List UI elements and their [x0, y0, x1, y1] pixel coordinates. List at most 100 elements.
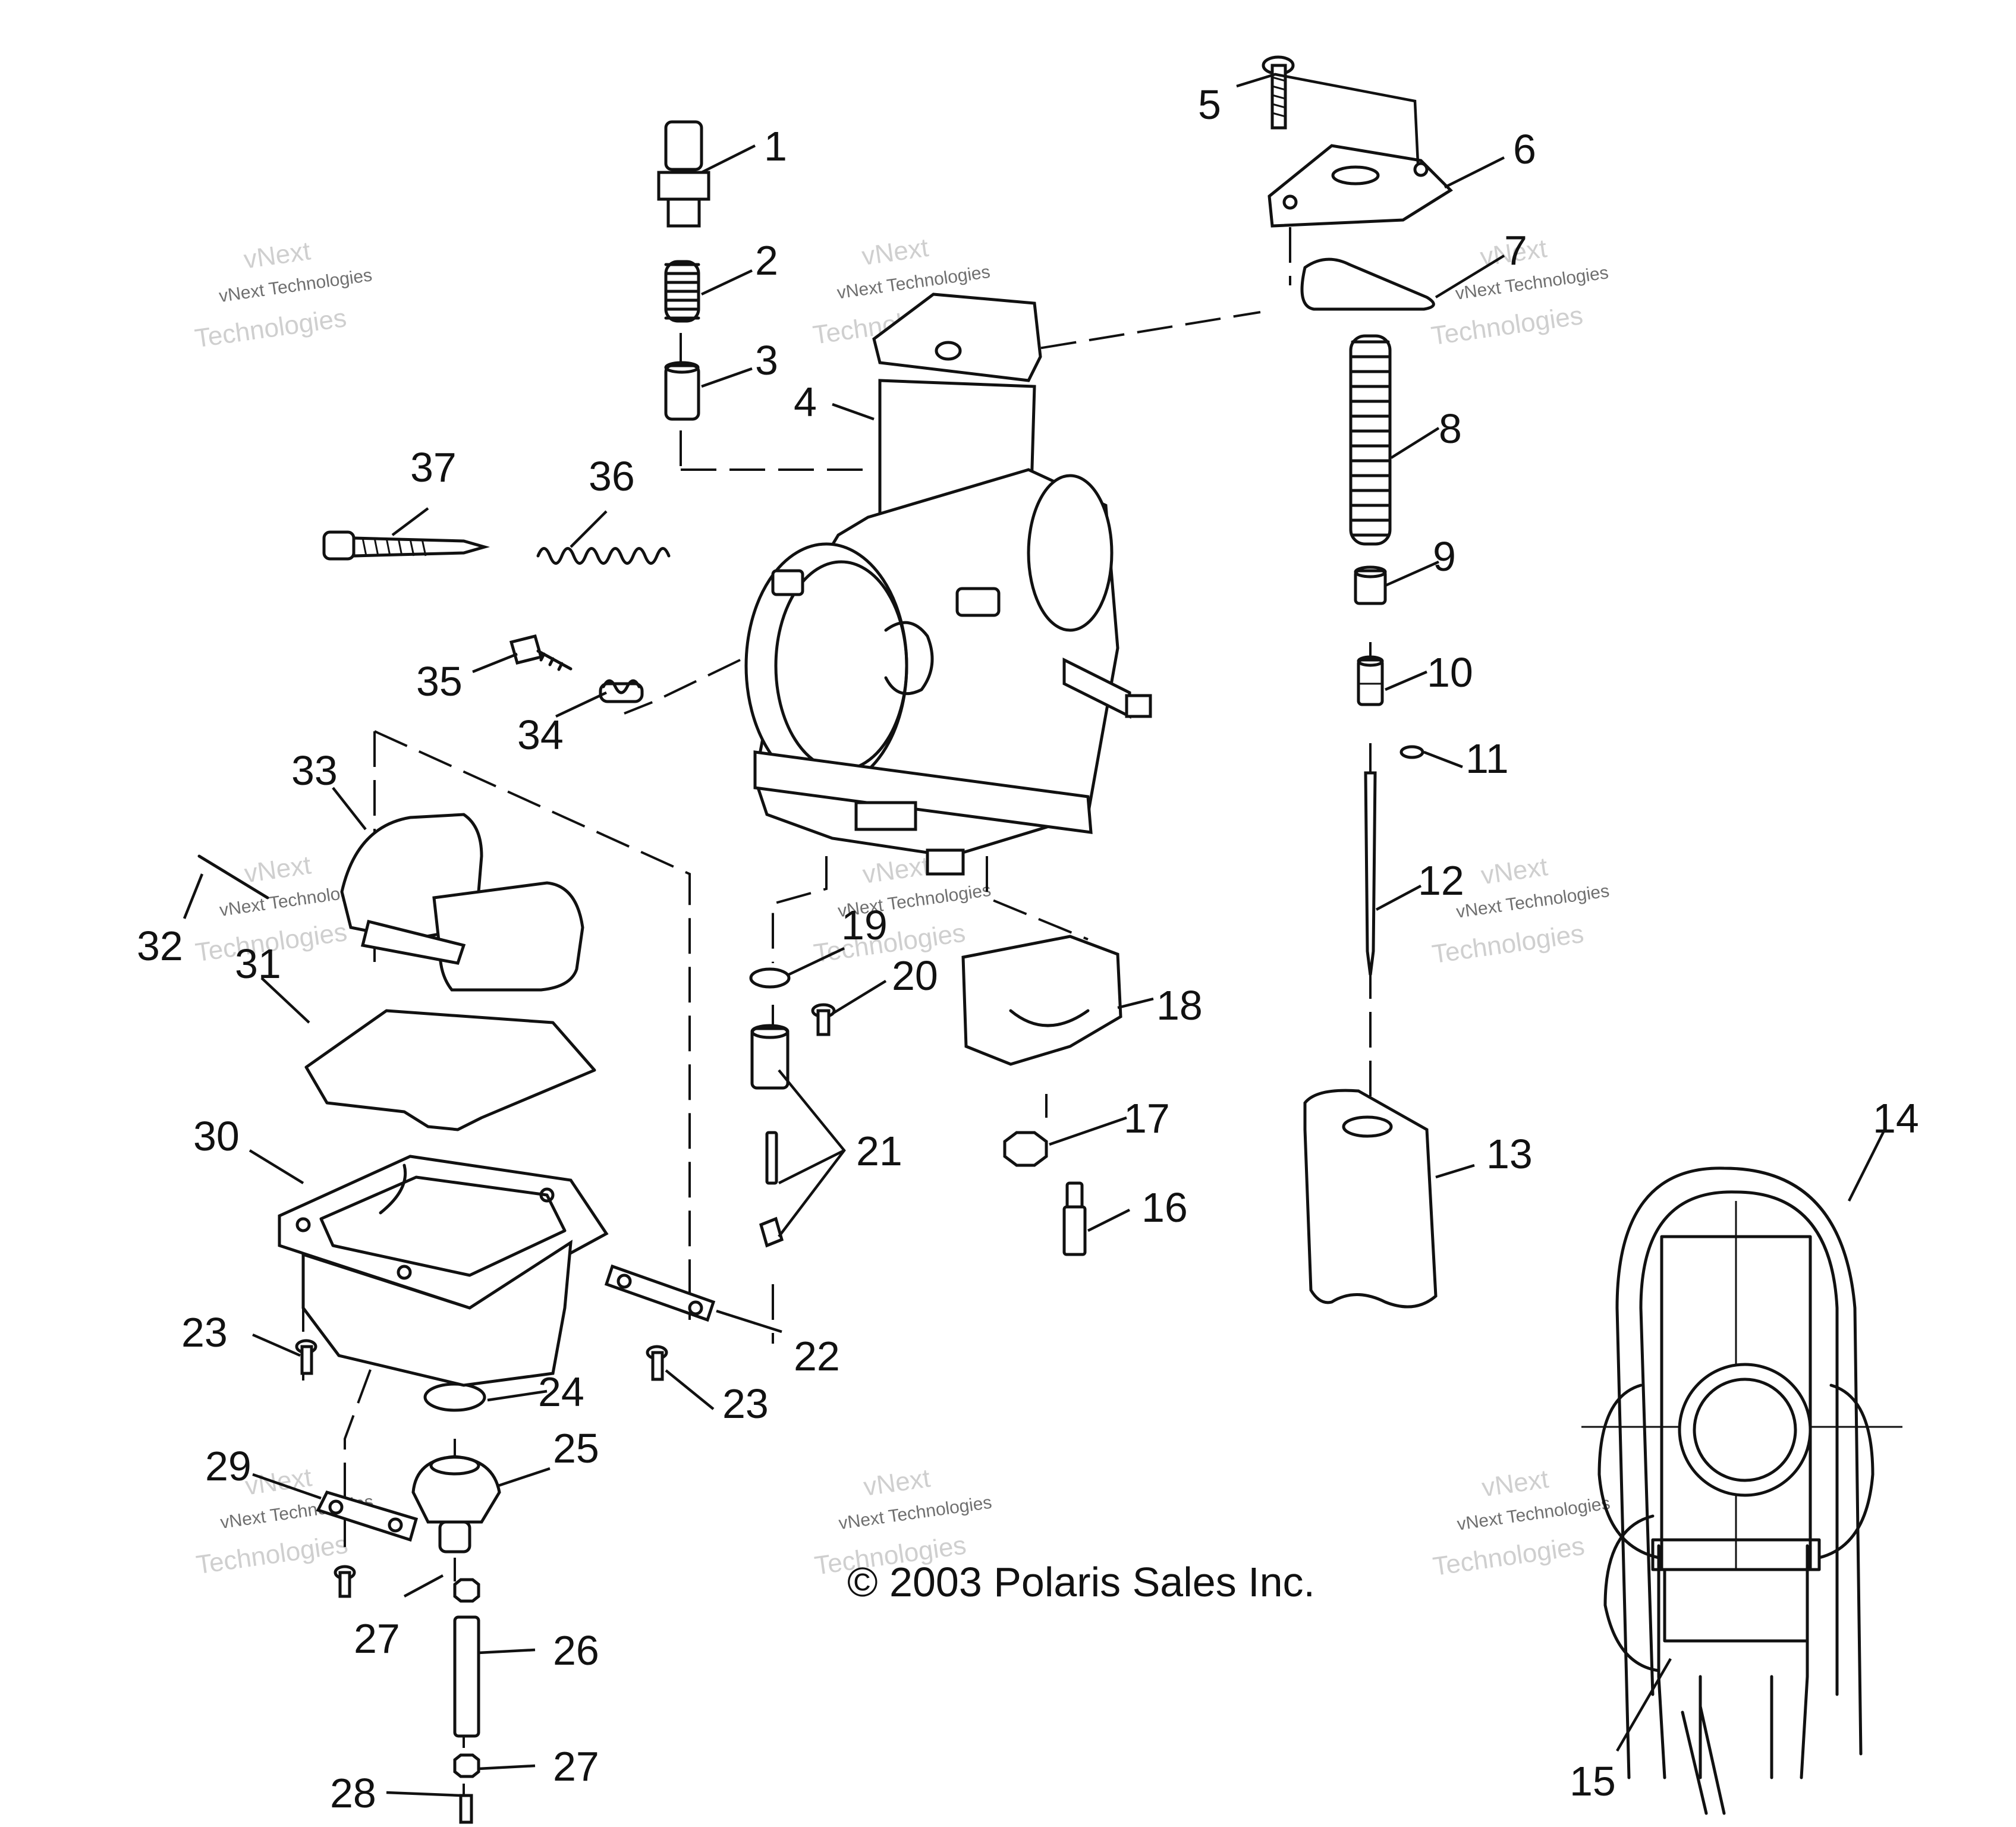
svg-text:vNext: vNext — [1479, 852, 1549, 890]
callout-7: 7 — [1504, 227, 1527, 273]
callout-37: 37 — [410, 444, 457, 490]
part-32-float-pin — [197, 854, 269, 900]
part-3-plunger — [664, 361, 700, 421]
part-13-throttle-slide — [1303, 1089, 1438, 1309]
part-16-main-jet — [1062, 1181, 1087, 1256]
callout-31: 31 — [235, 941, 281, 987]
svg-text:vNext Technologies: vNext Technologies — [218, 265, 373, 306]
part-5-screw — [1262, 55, 1295, 130]
part-23-screw-left — [295, 1339, 317, 1375]
callout-3: 3 — [755, 337, 778, 383]
svg-text:vNext: vNext — [242, 236, 312, 274]
callout-9: 9 — [1433, 533, 1456, 580]
svg-text:Technologies: Technologies — [194, 1530, 350, 1580]
callout-27-upper: 27 — [354, 1615, 400, 1662]
part-29-bracket — [316, 1490, 419, 1598]
callout-13: 13 — [1486, 1131, 1533, 1177]
part-18-chamber-cap — [961, 935, 1122, 1066]
part-26-tube — [453, 1615, 480, 1738]
callout-32: 32 — [137, 923, 183, 969]
callout-29: 29 — [205, 1443, 251, 1489]
part-6-top-cap — [1268, 144, 1453, 228]
part-12-jet-needle — [1364, 771, 1377, 976]
callout-16: 16 — [1141, 1184, 1188, 1231]
part-33-float — [340, 813, 584, 992]
callout-10: 10 — [1427, 649, 1473, 696]
callout-22: 22 — [794, 1333, 840, 1379]
part-36-spring — [536, 547, 671, 565]
part-1-fuel-fitting — [657, 120, 710, 228]
callout-6: 6 — [1513, 126, 1536, 172]
part-34-spring — [599, 679, 644, 703]
callout-8: 8 — [1439, 405, 1462, 452]
callout-11: 11 — [1465, 735, 1509, 782]
copyright-notice: © 2003 Polaris Sales Inc. — [847, 1559, 1315, 1605]
svg-text:Technologies: Technologies — [1429, 301, 1584, 351]
svg-text:vNext: vNext — [861, 1464, 932, 1502]
svg-text:Technologies: Technologies — [1431, 1532, 1586, 1581]
part-11-clip — [1399, 745, 1424, 759]
callout-23-right: 23 — [722, 1381, 769, 1427]
part-19-o-ring — [749, 967, 791, 989]
callout-23-left: 23 — [181, 1309, 228, 1356]
svg-text:vNext Technologies: vNext Technologies — [1455, 881, 1611, 922]
callout-35: 35 — [416, 658, 463, 705]
callout-2: 2 — [755, 237, 778, 284]
svg-text:vNext: vNext — [243, 850, 313, 888]
part-28-screw — [459, 1794, 473, 1824]
part-21-pilot-jet — [750, 1024, 790, 1248]
watermark-bottom-right: vNext vNext Technologies Technologies — [1431, 1464, 1612, 1581]
part-23-screw-right — [646, 1345, 668, 1381]
part-2-spring — [664, 260, 700, 323]
part-7-gasket — [1300, 257, 1435, 311]
part-4-carburetor-body — [744, 293, 1152, 876]
callout-27-lower: 27 — [553, 1743, 599, 1790]
callout-17: 17 — [1124, 1095, 1170, 1142]
svg-text:vNext Technologies: vNext Technologies — [1454, 263, 1610, 304]
watermark-top-left: vNext vNext Technologies Technologies — [193, 236, 373, 353]
callout-19: 19 — [841, 902, 888, 948]
part-31-gasket — [304, 1009, 596, 1131]
callout-20: 20 — [892, 952, 938, 999]
callout-18: 18 — [1156, 982, 1203, 1029]
svg-text:vNext Technologies: vNext Technologies — [1456, 1493, 1612, 1534]
part-37-idle-screw — [322, 530, 490, 561]
callout-30: 30 — [193, 1113, 240, 1159]
callout-25: 25 — [553, 1425, 599, 1471]
svg-text:vNext: vNext — [1480, 1464, 1550, 1502]
part-20-screw — [811, 1003, 836, 1036]
part-27-nut-lower — [453, 1753, 480, 1778]
svg-text:Technologies: Technologies — [1430, 919, 1586, 969]
callout-36: 36 — [589, 453, 635, 499]
part-10-needle-holder — [1357, 655, 1384, 706]
svg-text:vNext: vNext — [860, 233, 930, 271]
svg-text:Technologies: Technologies — [812, 918, 967, 968]
callout-14: 14 — [1873, 1095, 1919, 1142]
part-9-retainer — [1354, 565, 1387, 605]
callout-21: 21 — [856, 1128, 902, 1174]
leader-lines — [183, 73, 1886, 1797]
callout-15: 15 — [1570, 1758, 1616, 1804]
part-35-pilot-screw — [509, 634, 573, 671]
svg-text:vNext Technologies: vNext Technologies — [838, 1493, 993, 1534]
callout-34: 34 — [517, 712, 564, 758]
part-22-bracket — [604, 1264, 716, 1322]
svg-text:Technologies: Technologies — [193, 303, 348, 353]
part-14-15-assembled-view — [1581, 1166, 1902, 1815]
part-17-nut — [1003, 1131, 1048, 1167]
part-8-spring — [1349, 334, 1392, 546]
svg-text:vNext: vNext — [861, 851, 931, 889]
part-27-nut-upper — [453, 1578, 480, 1603]
callout-26: 26 — [553, 1627, 599, 1674]
callout-4: 4 — [794, 379, 817, 425]
callout-5: 5 — [1198, 81, 1221, 128]
callout-24: 24 — [538, 1369, 584, 1415]
part-25-drain-plug — [411, 1455, 501, 1554]
callout-1: 1 — [764, 123, 787, 169]
watermark-mid-center: vNext vNext Technologies Technologies — [812, 851, 992, 968]
callout-28: 28 — [330, 1770, 376, 1816]
callout-33: 33 — [291, 747, 338, 794]
callout-12: 12 — [1418, 857, 1464, 904]
svg-text:vNext: vNext — [243, 1463, 313, 1501]
